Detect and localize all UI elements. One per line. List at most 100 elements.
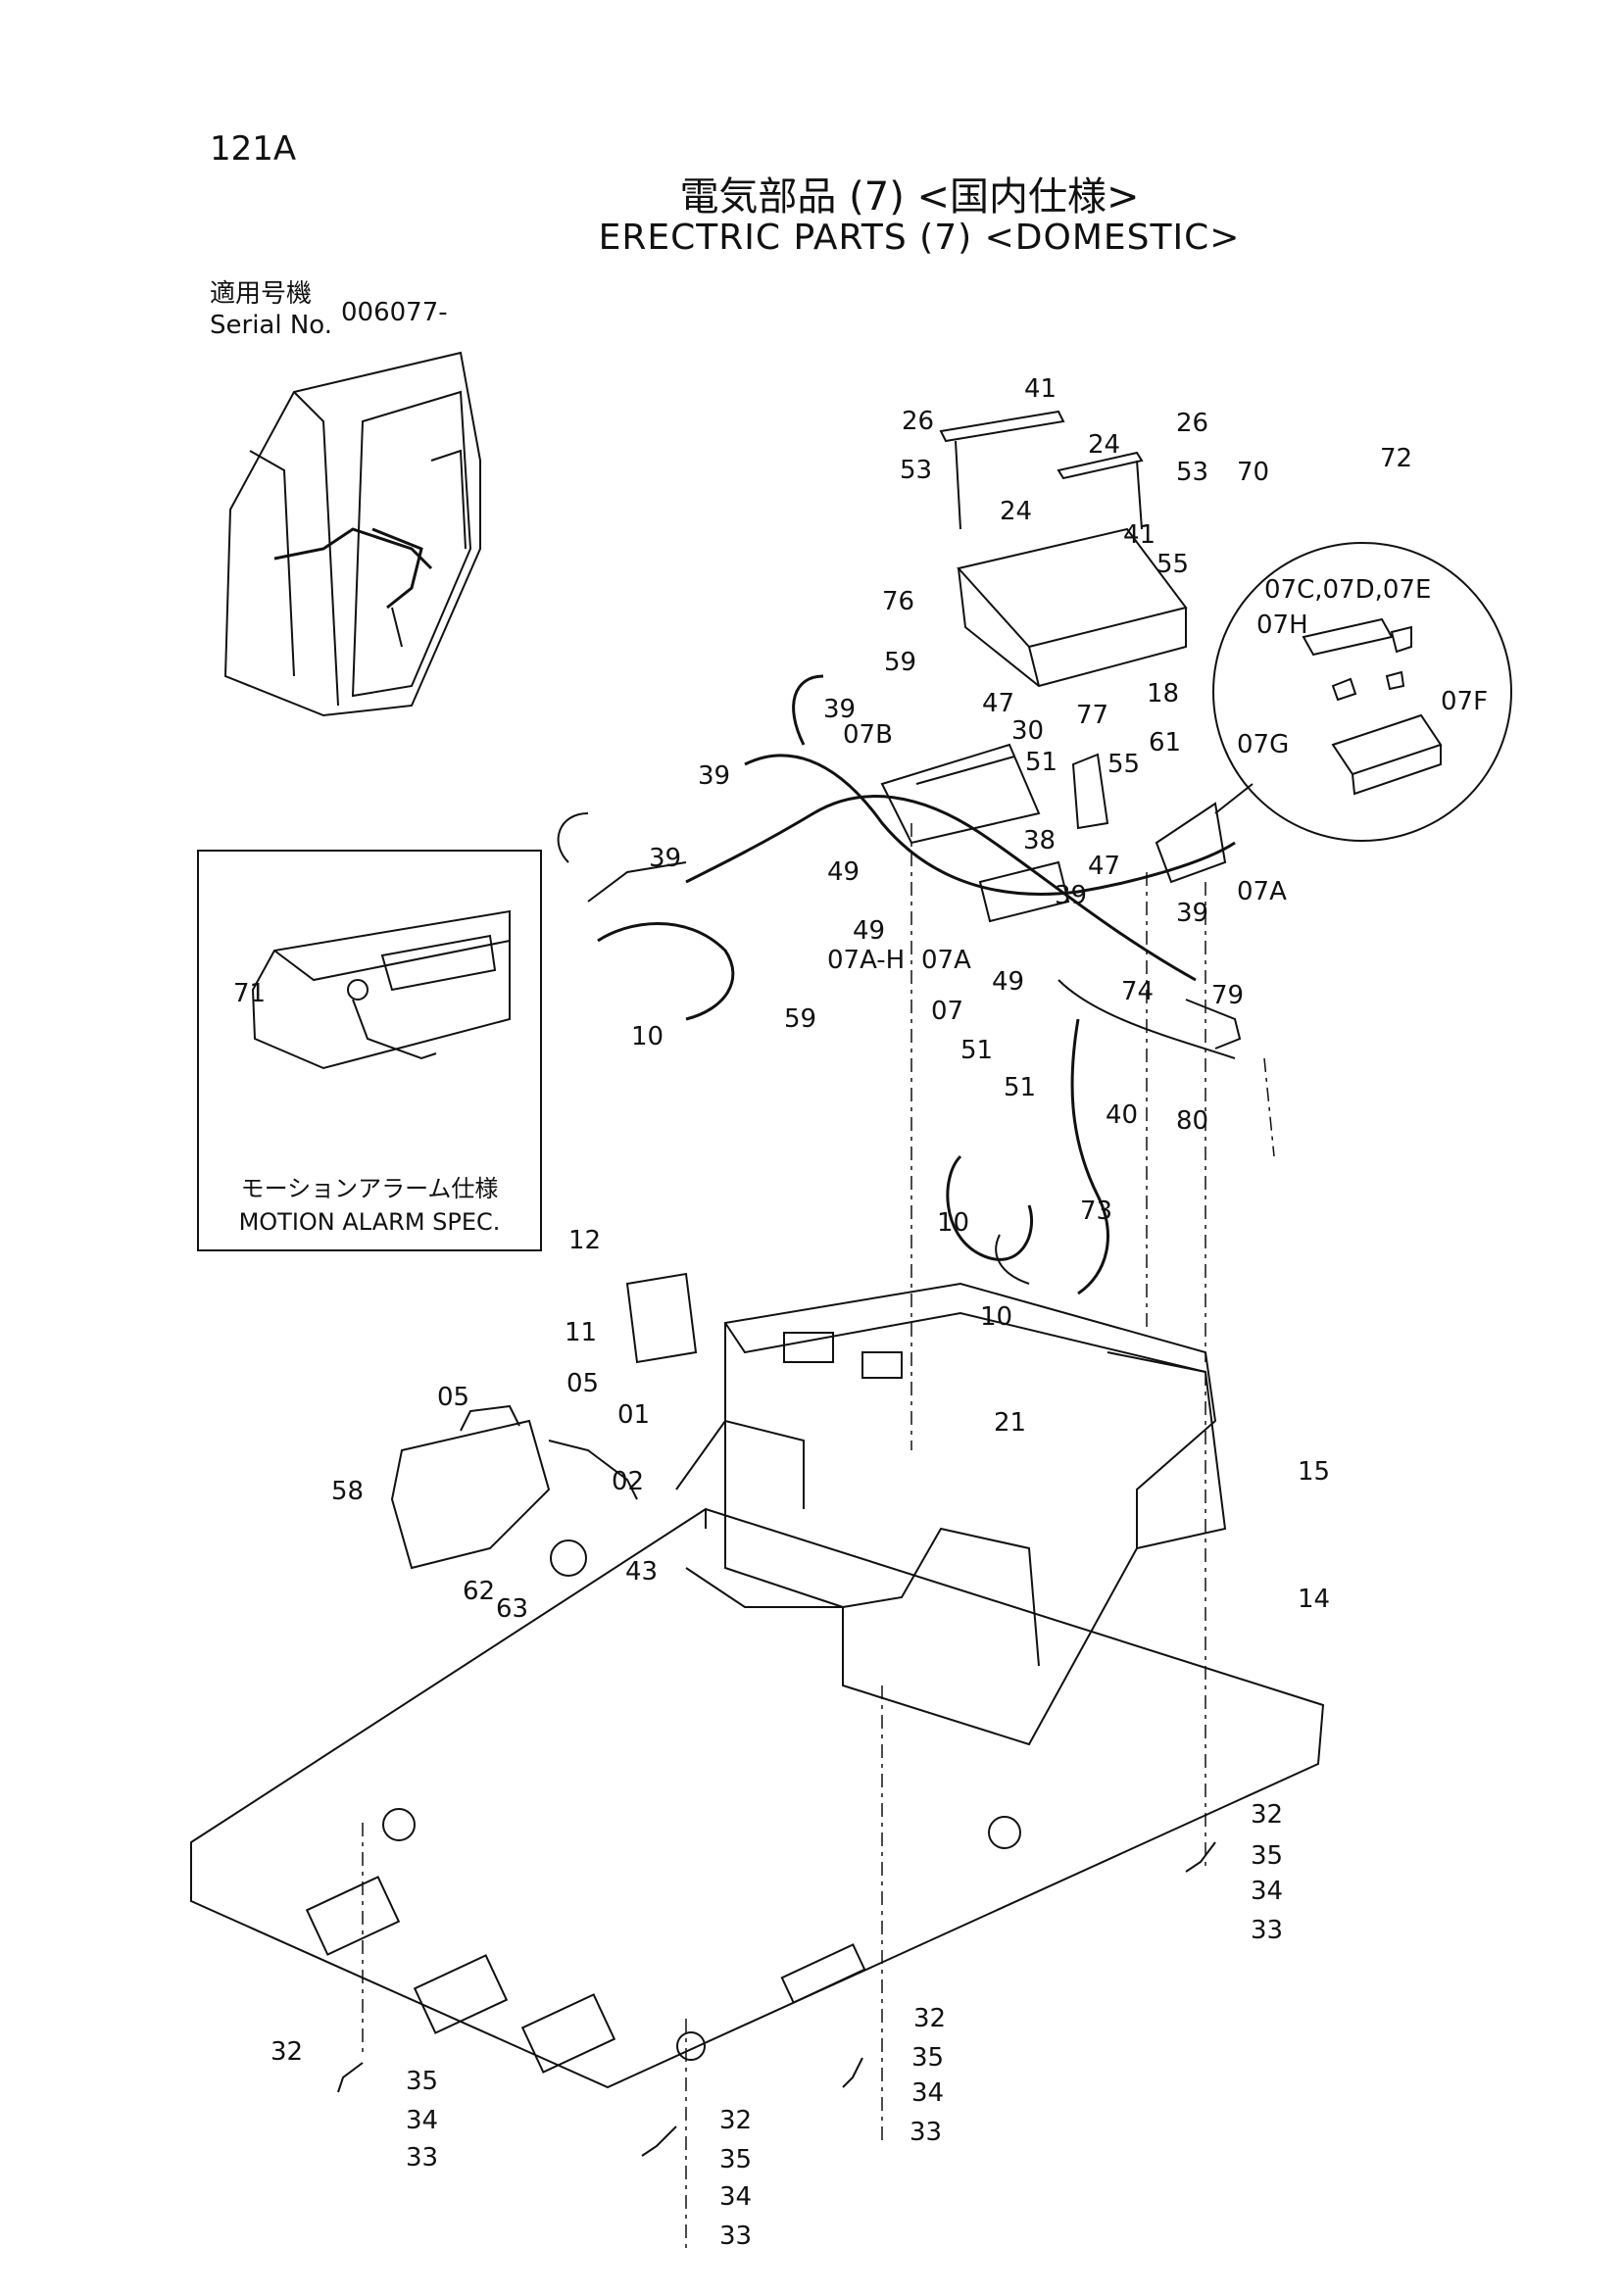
callout: 49 (827, 857, 860, 887)
callout: 40 (1106, 1100, 1138, 1130)
callout: 77 (1076, 701, 1108, 730)
callout: 05 (566, 1369, 599, 1398)
callout: 05 (437, 1383, 469, 1412)
callout: 39 (1176, 899, 1208, 928)
callout: 32 (1251, 1800, 1283, 1830)
callout: 51 (1004, 1073, 1036, 1102)
callout: 51 (1025, 748, 1057, 777)
callout: 38 (1023, 826, 1056, 855)
callout: 10 (937, 1208, 969, 1238)
callout: 02 (612, 1467, 644, 1496)
callout-labels: 41 26 26 53 53 24 24 70 72 41 55 76 18 0… (233, 374, 1488, 2251)
callout: 39 (698, 761, 730, 791)
callout: 59 (784, 1004, 816, 1034)
callout: 33 (910, 2118, 942, 2147)
callout: 71 (233, 979, 266, 1008)
callout: 58 (331, 1477, 364, 1506)
callout: 11 (565, 1318, 597, 1347)
callout: 62 (463, 1577, 495, 1606)
callout: 07G (1237, 730, 1289, 759)
title-english: ERECTRIC PARTS (7) <DOMESTIC> (598, 218, 1241, 258)
relay-box-58 (390, 1404, 638, 1577)
callout: 10 (631, 1022, 664, 1051)
callout: 70 (1237, 458, 1269, 487)
callout: 72 (1380, 444, 1412, 473)
callout: 39 (1055, 881, 1087, 910)
callout: 07A-H (827, 946, 905, 975)
callout: 15 (1298, 1457, 1330, 1487)
callout: 49 (992, 967, 1024, 997)
callout: 07H (1256, 611, 1308, 640)
callout: 07C,07D,07E (1264, 575, 1431, 605)
callout: 55 (1156, 550, 1189, 579)
callout: 07B (843, 720, 893, 750)
callout: 35 (406, 2067, 438, 2096)
callout: 79 (1211, 981, 1244, 1010)
callout: 34 (406, 2106, 438, 2135)
callout: 34 (719, 2182, 752, 2212)
callout: 49 (853, 916, 885, 946)
callout: 33 (1251, 1916, 1283, 1945)
page-number: 121A (210, 129, 297, 169)
callout: 39 (649, 844, 681, 873)
motion-alarm-illustration (251, 909, 511, 1070)
callout: 73 (1080, 1197, 1112, 1226)
callout: 35 (1251, 1841, 1283, 1871)
callout: 10 (980, 1302, 1012, 1332)
callout: 47 (982, 689, 1014, 718)
bracket-11 (625, 1272, 698, 1364)
callout: 07A (921, 946, 971, 975)
callout: 33 (719, 2222, 752, 2251)
platform-frame (190, 1282, 1325, 2089)
callout: 34 (911, 2078, 944, 2108)
callout: 53 (900, 456, 932, 485)
callout: 24 (1088, 430, 1120, 460)
callout: 34 (1251, 1877, 1283, 1906)
callout: 47 (1088, 852, 1120, 881)
callout: 61 (1149, 728, 1181, 757)
callout: 07F (1441, 687, 1488, 716)
inset-caption-en: MOTION ALARM SPEC. (238, 1208, 501, 1236)
connector-detail-circle (1212, 542, 1512, 842)
callout: 18 (1147, 679, 1179, 708)
callout: 07A (1237, 877, 1287, 906)
connector-detail-parts (1302, 617, 1443, 796)
serial-label-en: Serial No. (210, 311, 332, 340)
detail-callout-line (1214, 783, 1254, 814)
callout: 74 (1121, 977, 1154, 1006)
callout: 76 (882, 587, 914, 616)
serial-value: 006077- (341, 298, 448, 327)
inset-caption: モーションアラーム仕様 MOTION ALARM SPEC. (198, 1172, 541, 1239)
callout: 26 (1176, 409, 1208, 438)
callout: 53 (1176, 458, 1208, 487)
callout: 07 (931, 997, 963, 1026)
callout: 32 (913, 2004, 946, 2033)
callout: 32 (270, 2037, 303, 2067)
cab-illustration (223, 351, 481, 717)
inset-caption-jp: モーションアラーム仕様 (240, 1175, 499, 1202)
serial-label-jp: 適用号機 (210, 279, 313, 309)
callout: 24 (1000, 497, 1032, 526)
callout: 21 (994, 1408, 1026, 1438)
callout: 41 (1024, 374, 1057, 404)
callout: 26 (902, 407, 934, 436)
callout: 12 (568, 1226, 601, 1255)
callout: 33 (406, 2143, 438, 2173)
callout: 14 (1298, 1585, 1330, 1614)
callout: 80 (1176, 1106, 1208, 1136)
callout: 55 (1107, 750, 1140, 779)
callout: 59 (884, 648, 916, 677)
callout: 35 (719, 2145, 752, 2174)
controller-box (939, 410, 1188, 688)
main-harness (557, 674, 1242, 1295)
title-japanese: 電気部品 (7) <国内仕様> (679, 174, 1140, 220)
callout: 32 (719, 2106, 752, 2135)
callout: 35 (911, 2043, 944, 2073)
callout: 63 (496, 1594, 528, 1624)
serial-label: 適用号機 Serial No. (210, 278, 332, 341)
callout: 43 (625, 1557, 658, 1587)
callout: 01 (617, 1400, 650, 1430)
callout: 41 (1123, 520, 1156, 550)
motion-alarm-inset-frame (197, 850, 542, 1251)
